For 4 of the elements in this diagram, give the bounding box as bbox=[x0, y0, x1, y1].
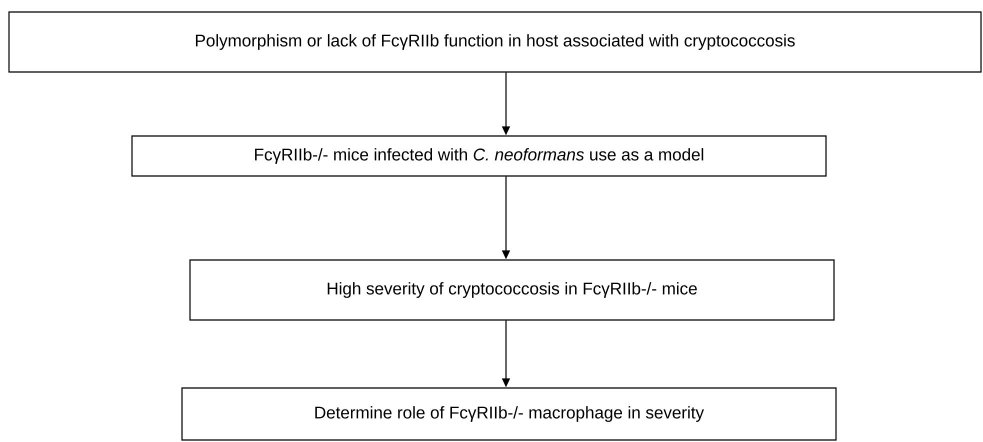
process-box: Determine role of FcγRIIb-/- macrophage in severity bbox=[181, 387, 837, 441]
process-box: Polymorphism or lack of FcγRIIb function in host associated with cryptococcosis bbox=[8, 11, 982, 73]
process-box: High severity of cryptococcosis in FcγRIIb-/- mice bbox=[189, 259, 835, 321]
process-box: FcγRIIb-/- mice infected with C. neoformans use as a model bbox=[131, 135, 827, 177]
